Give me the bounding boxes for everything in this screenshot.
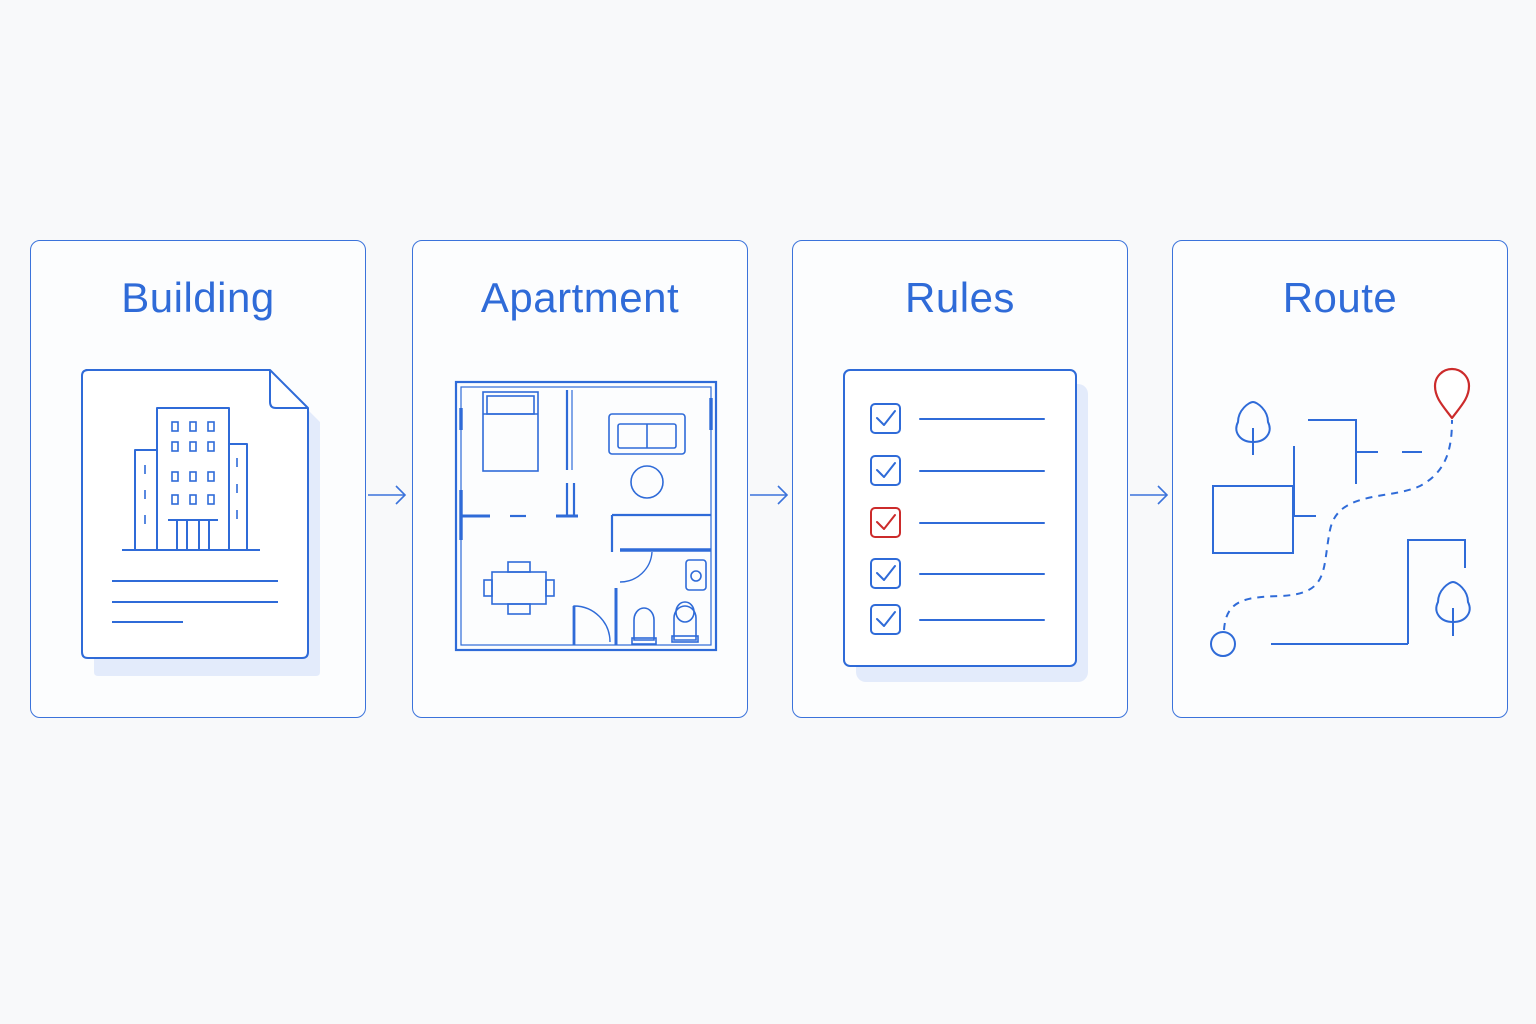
step-title-apartment: Apartment xyxy=(480,274,680,321)
step-title-rules: Rules xyxy=(905,274,1015,321)
step-title-route: Route xyxy=(1282,274,1398,321)
step-card-route xyxy=(1172,240,1508,718)
arrow-right-icon xyxy=(750,485,789,505)
step-card-apartment xyxy=(412,240,748,718)
arrow-right-icon xyxy=(368,485,407,505)
arrow-right-icon xyxy=(1130,485,1169,505)
step-title-building: Building xyxy=(121,274,275,321)
